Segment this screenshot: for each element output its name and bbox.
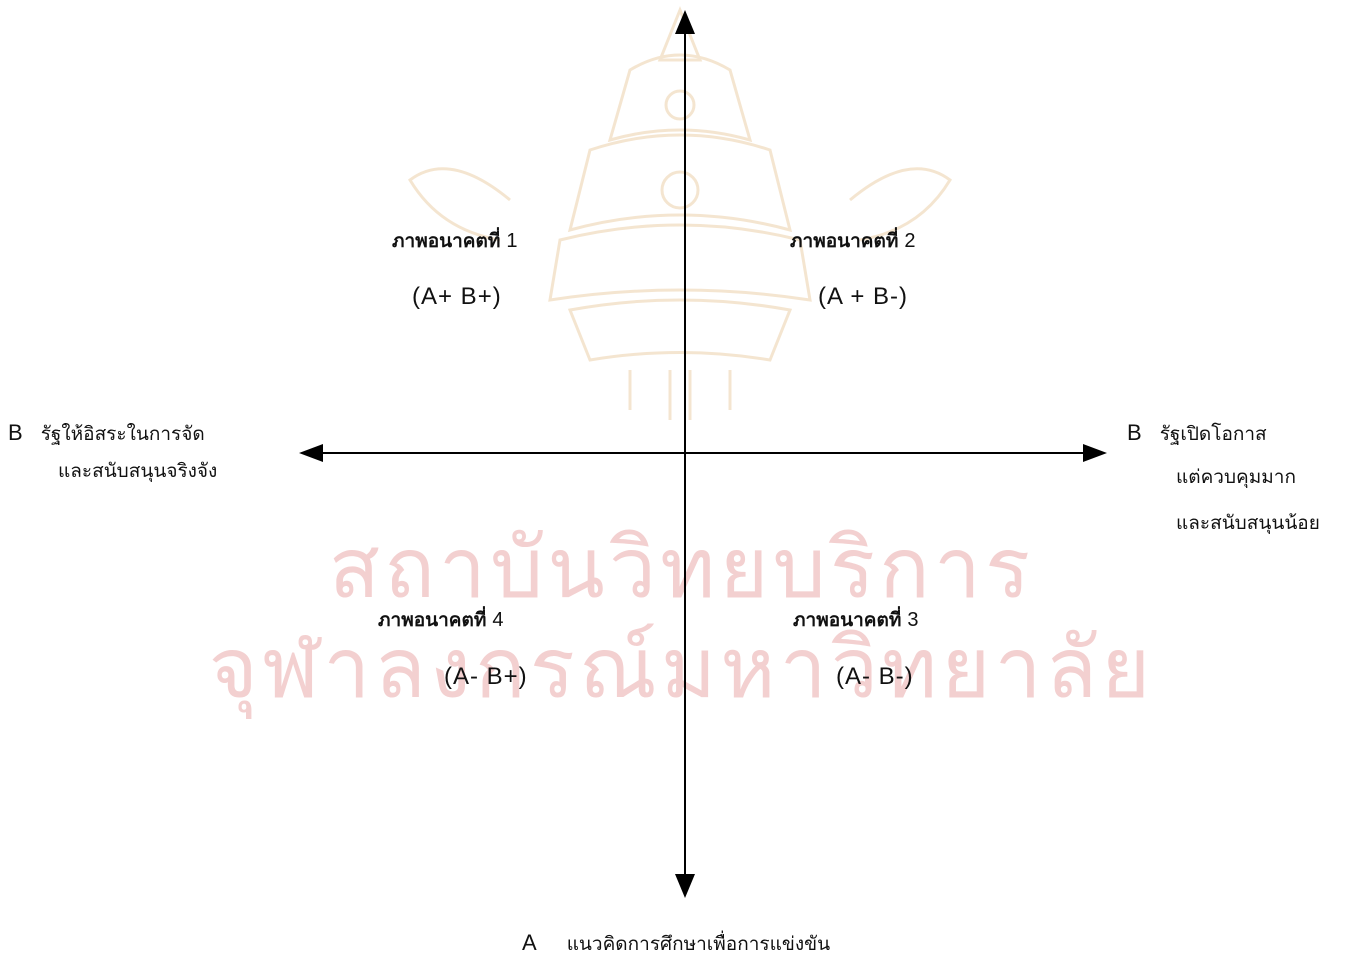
watermark-text-line2: จุฬาลงกรณ์มหาวิทยาลัย xyxy=(208,619,1155,717)
watermark-text-line1: สถาบันวิทยบริการ xyxy=(328,519,1035,617)
quadrant-4-title: ภาพอนาคตที่4 xyxy=(378,609,504,631)
right-axis-line3: และสนับสนุนน้อย xyxy=(1176,512,1320,534)
right-axis-line1: รัฐเปิดโอกาส xyxy=(1159,423,1267,445)
quadrant-2-code: (A + B-) xyxy=(818,283,909,310)
right-axis-label: B รัฐเปิดโอกาส xyxy=(1127,414,1267,453)
right-axis-line2: แต่ควบคุมมาก xyxy=(1176,466,1296,488)
left-axis-label: B รัฐให้อิสระในการจัด xyxy=(8,414,205,453)
arrow-down-icon xyxy=(675,874,695,898)
watermark-seal-emblem xyxy=(408,5,952,420)
bottom-axis-letter: A xyxy=(522,930,537,955)
arrow-right-icon xyxy=(1083,444,1107,462)
left-axis-line1: รัฐให้อิสระในการจัด xyxy=(40,423,205,445)
quadrant-4-code: (A- B+) xyxy=(444,663,528,690)
quadrant-3-code: (A- B-) xyxy=(836,663,914,690)
left-axis-line2: และสนับสนุนจริงจัง xyxy=(58,460,218,482)
arrow-left-icon xyxy=(299,444,323,462)
arrow-up-icon xyxy=(675,10,695,34)
quadrant-3-title: ภาพอนาคตที่3 xyxy=(793,609,919,631)
bottom-axis-text: แนวคิดการศึกษาเพื่อการแข่งขัน xyxy=(566,933,831,955)
bottom-axis-label: A แนวคิดการศึกษาเพื่อการแข่งขัน xyxy=(522,924,830,963)
quadrant-2-title: ภาพอนาคตที่2 xyxy=(790,230,916,252)
quadrant-1-title: ภาพอนาคตที่1 xyxy=(392,230,518,252)
left-axis-letter: B xyxy=(8,420,23,445)
quadrant-1-code: (A+ B+) xyxy=(412,283,502,310)
right-axis-letter: B xyxy=(1127,420,1142,445)
